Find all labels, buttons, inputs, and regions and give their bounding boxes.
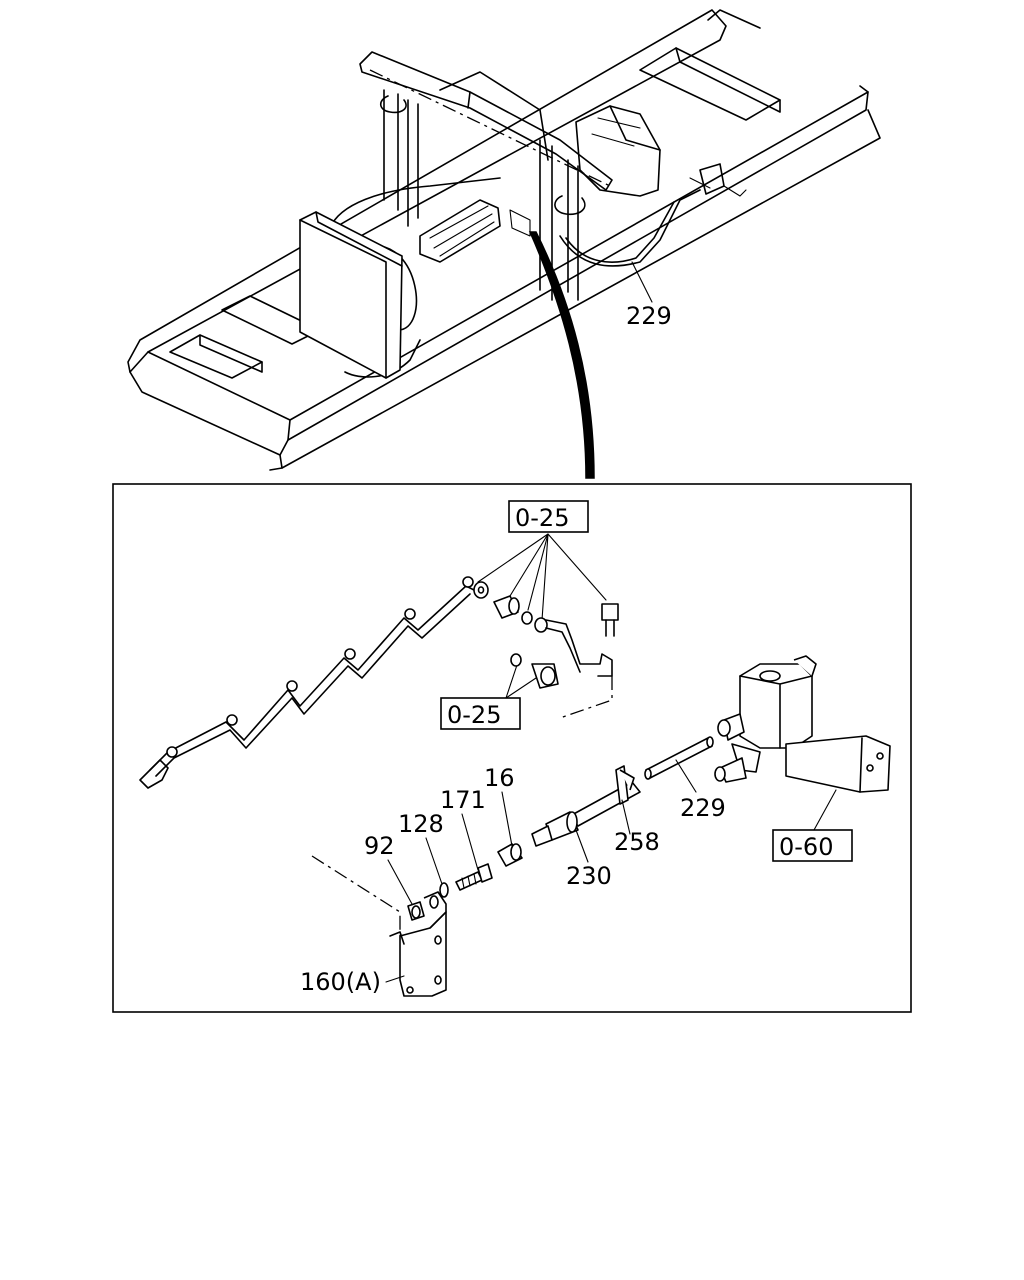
- leader-160a: [385, 975, 405, 983]
- label-258: 258: [614, 828, 660, 856]
- detail-callout-line: [528, 231, 595, 479]
- bracket-160a: [311, 855, 447, 997]
- label-160a: 160(A): [300, 968, 381, 996]
- ref-right-leader: [813, 789, 837, 831]
- leader-92: [387, 859, 413, 905]
- leader-128: [425, 837, 443, 885]
- ref-top-leaders: [477, 533, 607, 621]
- leader-229: [675, 759, 697, 793]
- hose-230: [531, 765, 641, 847]
- bolt-171: [455, 863, 493, 891]
- label-92: 92: [364, 832, 395, 860]
- leader-16: [501, 791, 513, 847]
- brake-pipe-harness: [139, 576, 479, 789]
- leader-171: [461, 813, 479, 871]
- label-128: 128: [398, 810, 444, 838]
- label-171: 171: [440, 786, 486, 814]
- detail-frame: [112, 483, 912, 1013]
- overview-label-229: 229: [626, 302, 672, 330]
- ref-label-right: 0-60: [779, 833, 833, 861]
- leader-258: [621, 799, 631, 835]
- leader-230: [575, 829, 589, 863]
- pipe-229: [644, 736, 714, 780]
- nut-92: [407, 901, 425, 921]
- nut-16: [497, 843, 523, 867]
- ref-box-right: 0-60: [772, 829, 853, 862]
- ref-label-mid: 0-25: [447, 701, 501, 729]
- chassis-overview: [127, 9, 881, 471]
- washer-128: [439, 882, 449, 898]
- label-229: 229: [680, 794, 726, 822]
- label-16: 16: [484, 764, 515, 792]
- fittings-group: [473, 581, 619, 719]
- ref-label-top: 0-25: [515, 504, 569, 532]
- ref-box-mid: 0-25: [440, 697, 521, 730]
- label-230: 230: [566, 862, 612, 890]
- proportioning-valve: [714, 655, 891, 793]
- ref-box-top: 0-25: [508, 500, 589, 533]
